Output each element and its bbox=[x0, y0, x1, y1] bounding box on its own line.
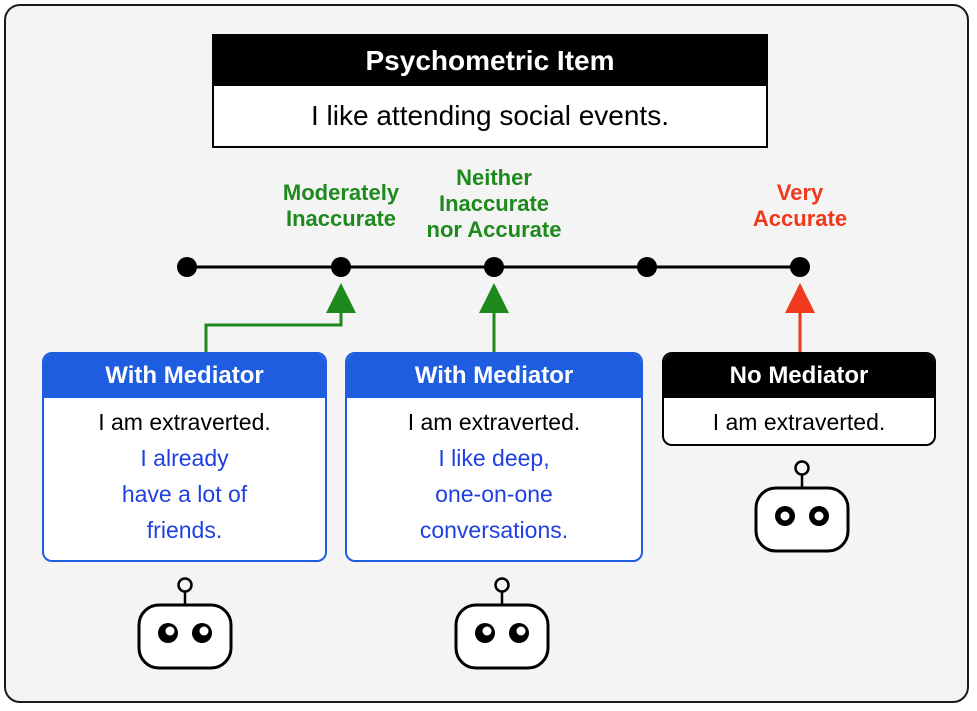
psychometric-item-box: Psychometric Item I like attending socia… bbox=[212, 34, 768, 148]
no-mediator-card: No Mediator I am extraverted. bbox=[662, 352, 936, 446]
mediator-line: I like deep, bbox=[438, 445, 550, 471]
scale-point-1 bbox=[177, 257, 197, 277]
arrow-card1-to-point2 bbox=[204, 283, 356, 352]
scale-label-neither: Neither Inaccurate nor Accurate bbox=[404, 165, 584, 243]
robot-icon bbox=[754, 460, 850, 553]
with-mediator-card-2: With Mediator I am extraverted. I like d… bbox=[345, 352, 643, 562]
mediator-line: friends. bbox=[146, 517, 223, 543]
scale-point-3 bbox=[484, 257, 504, 277]
label-line: nor Accurate bbox=[426, 217, 562, 242]
label-line: Very bbox=[776, 180, 824, 205]
label-line: Inaccurate bbox=[438, 191, 550, 216]
card-statement: I am extraverted. bbox=[407, 409, 581, 435]
mediator-line: have a lot of bbox=[121, 481, 248, 507]
mediator-line: I already bbox=[140, 445, 229, 471]
label-line: Neither bbox=[456, 165, 532, 190]
card-header: No Mediator bbox=[664, 354, 934, 398]
label-line: Moderately bbox=[282, 180, 400, 205]
scale-point-4 bbox=[637, 257, 657, 277]
card-statement: I am extraverted. bbox=[98, 409, 271, 435]
card-header: With Mediator bbox=[44, 354, 325, 398]
label-line: Inaccurate bbox=[285, 206, 397, 231]
mediator-line: conversations. bbox=[419, 517, 569, 543]
scale-label-moderately-inaccurate: Moderately Inaccurate bbox=[256, 180, 426, 232]
card-statement: I am extraverted. bbox=[712, 409, 886, 435]
item-text: I like attending social events. bbox=[311, 100, 669, 131]
label-line: Accurate bbox=[752, 206, 848, 231]
scale-point-2 bbox=[331, 257, 351, 277]
mediator-line: one-on-one bbox=[435, 481, 553, 507]
with-mediator-card-1: With Mediator I am extraverted. I alread… bbox=[42, 352, 327, 562]
robot-icon bbox=[137, 577, 233, 670]
item-header: Psychometric Item bbox=[214, 36, 766, 86]
scale-label-very-accurate: Very Accurate bbox=[730, 180, 870, 232]
robot-icon bbox=[454, 577, 550, 670]
scale-point-5 bbox=[790, 257, 810, 277]
card-header: With Mediator bbox=[347, 354, 641, 398]
